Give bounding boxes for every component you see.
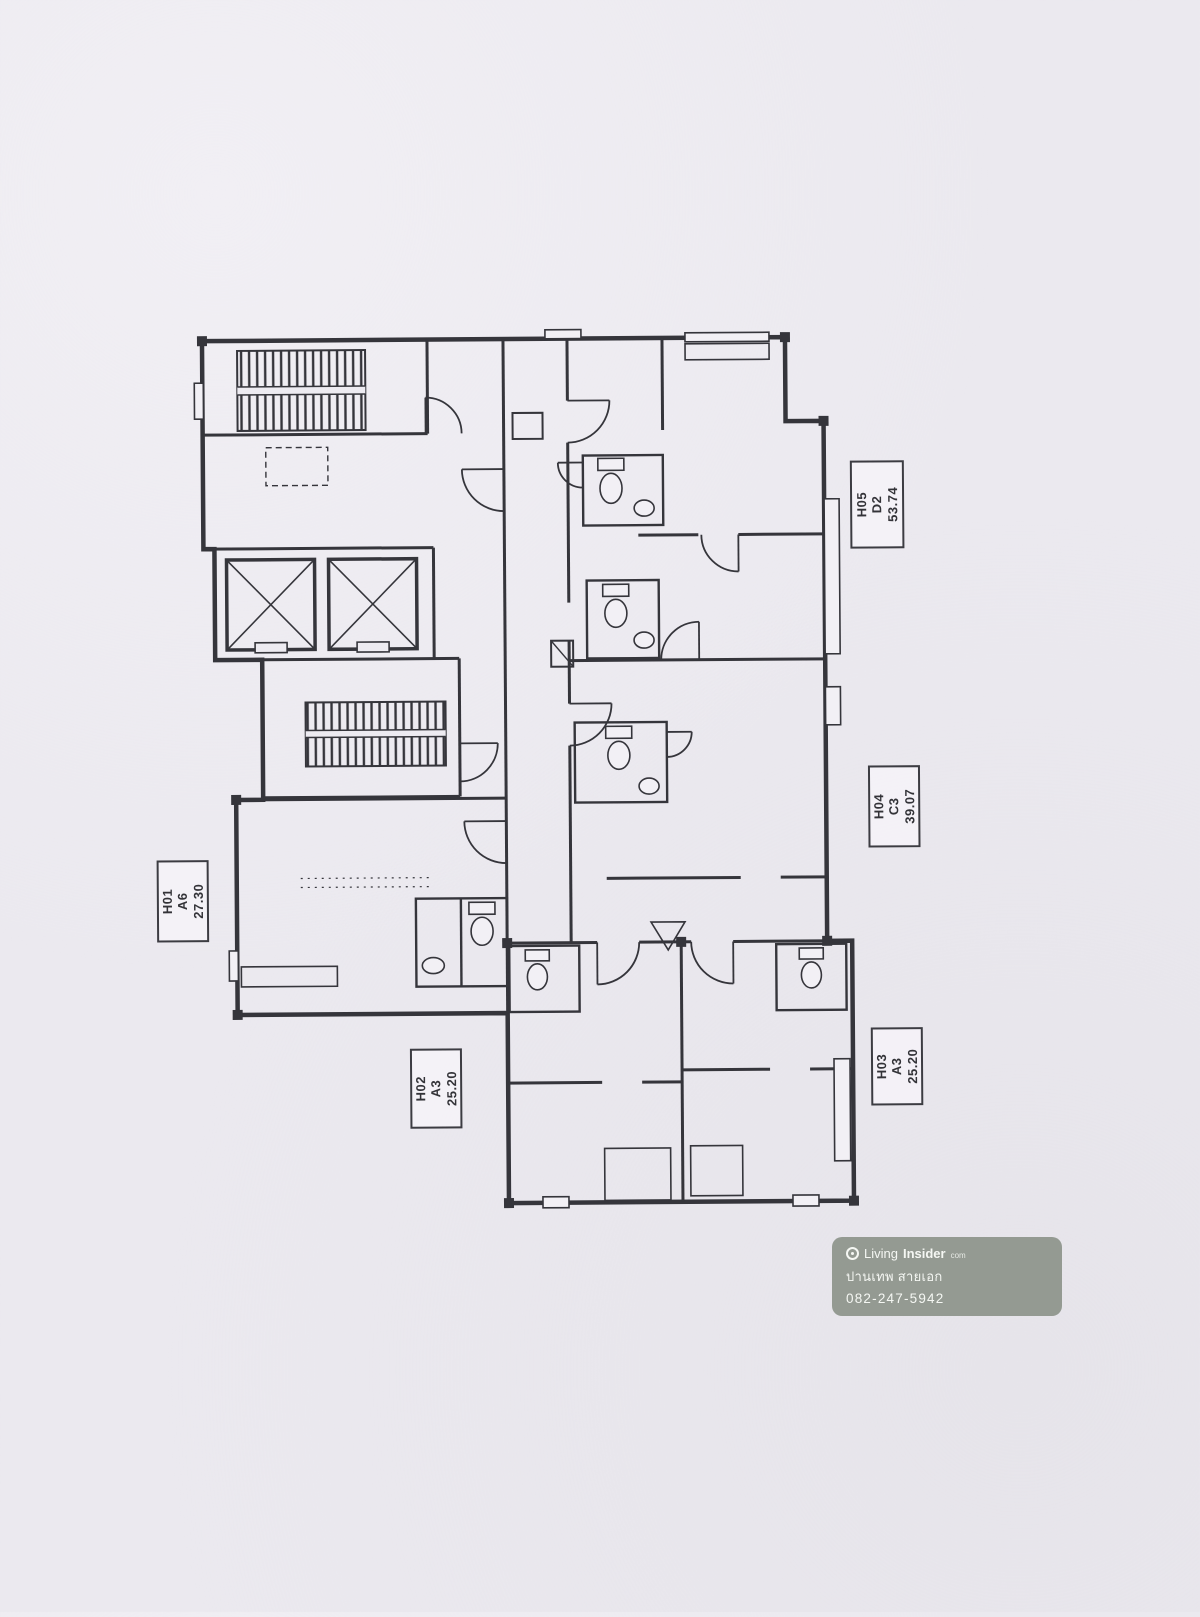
balconies-windows bbox=[194, 328, 851, 1211]
unit-type: C3 bbox=[886, 789, 902, 824]
unit-area: 39.07 bbox=[902, 789, 918, 824]
structural-columns bbox=[197, 332, 859, 1211]
unit-id: H04 bbox=[871, 789, 887, 824]
unit-type: A3 bbox=[889, 1049, 905, 1084]
elevator-shafts bbox=[226, 559, 417, 653]
stairs-lower bbox=[305, 701, 445, 766]
unit-area: 25.20 bbox=[905, 1049, 921, 1084]
outer-walls bbox=[202, 337, 854, 1205]
brand-prefix: Living bbox=[864, 1246, 898, 1261]
interior-walls bbox=[202, 337, 854, 1205]
plumbing-fixtures bbox=[419, 457, 824, 991]
unit-id: H03 bbox=[874, 1049, 890, 1084]
brand-name: Insider bbox=[903, 1246, 946, 1261]
unit-label-h01: H01 A6 27.30 bbox=[157, 860, 210, 942]
unit-id: H02 bbox=[413, 1071, 429, 1106]
unit-type: D2 bbox=[869, 487, 885, 522]
unit-label-h05: H05 D2 53.74 bbox=[850, 460, 905, 548]
unit-label-h02: H02 A3 25.20 bbox=[410, 1048, 463, 1128]
stairs-upper bbox=[237, 350, 366, 431]
unit-label-h03: H03 A3 25.20 bbox=[871, 1027, 924, 1105]
livinginsider-logo-icon bbox=[846, 1247, 859, 1260]
watermark-livinginsider: Living Insider com ปานเทพ สายเอก 082-247-5… bbox=[832, 1237, 1062, 1316]
watermark-brand: Living Insider com bbox=[846, 1246, 1048, 1261]
agent-name: ปานเทพ สายเอก bbox=[846, 1266, 1048, 1287]
unit-type: A3 bbox=[428, 1071, 444, 1106]
unit-area: 53.74 bbox=[885, 487, 901, 522]
agent-phone: 082-247-5942 bbox=[846, 1291, 1048, 1306]
unit-id: H05 bbox=[854, 487, 870, 522]
unit-type: A6 bbox=[175, 884, 191, 919]
unit-area: 27.30 bbox=[190, 884, 206, 919]
brand-tld: com bbox=[951, 1251, 966, 1260]
unit-label-h04: H04 C3 39.07 bbox=[868, 765, 921, 847]
unit-area: 25.20 bbox=[444, 1071, 460, 1106]
unit-id: H01 bbox=[160, 884, 176, 919]
